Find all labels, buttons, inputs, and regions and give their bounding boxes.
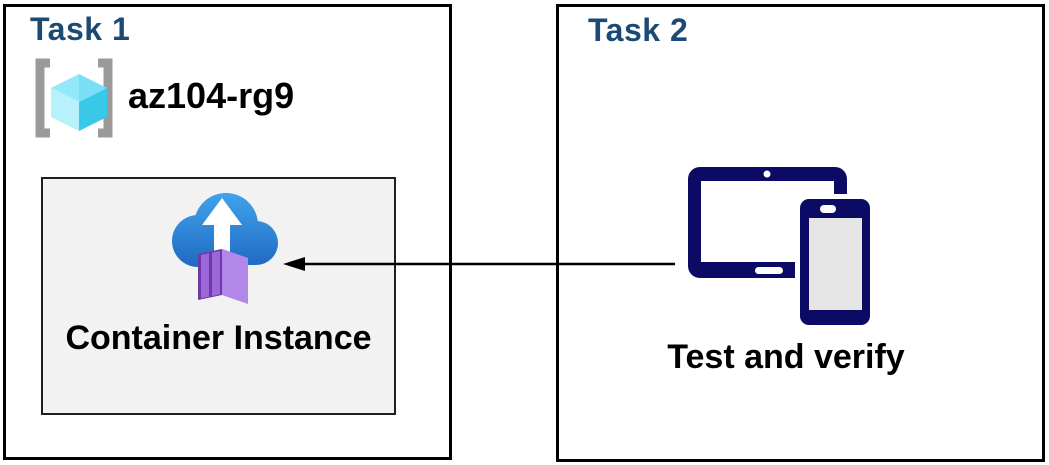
resource-group-icon [35, 58, 113, 138]
container-box-icon [198, 249, 248, 304]
container-panel: Container Instance [41, 177, 396, 415]
upload-arrow-icon [202, 198, 242, 259]
bracket-left-icon [35, 58, 50, 138]
devices-icon [688, 167, 875, 330]
task2-box: Task 2 Test and verify [556, 4, 1045, 462]
container-instance-icon [172, 193, 278, 304]
phone-icon [795, 194, 875, 330]
container-instance-label: Container Instance [65, 319, 372, 357]
task1-box: Task 1 az104-rg9 [3, 4, 452, 460]
cube-icon [51, 74, 107, 131]
task1-title: Task 1 [30, 11, 131, 47]
test-and-verify-label: Test and verify [667, 338, 905, 376]
resource-group-name: az104-rg9 [128, 75, 295, 116]
task2-title: Task 2 [588, 12, 689, 48]
bracket-right-icon [98, 58, 113, 138]
